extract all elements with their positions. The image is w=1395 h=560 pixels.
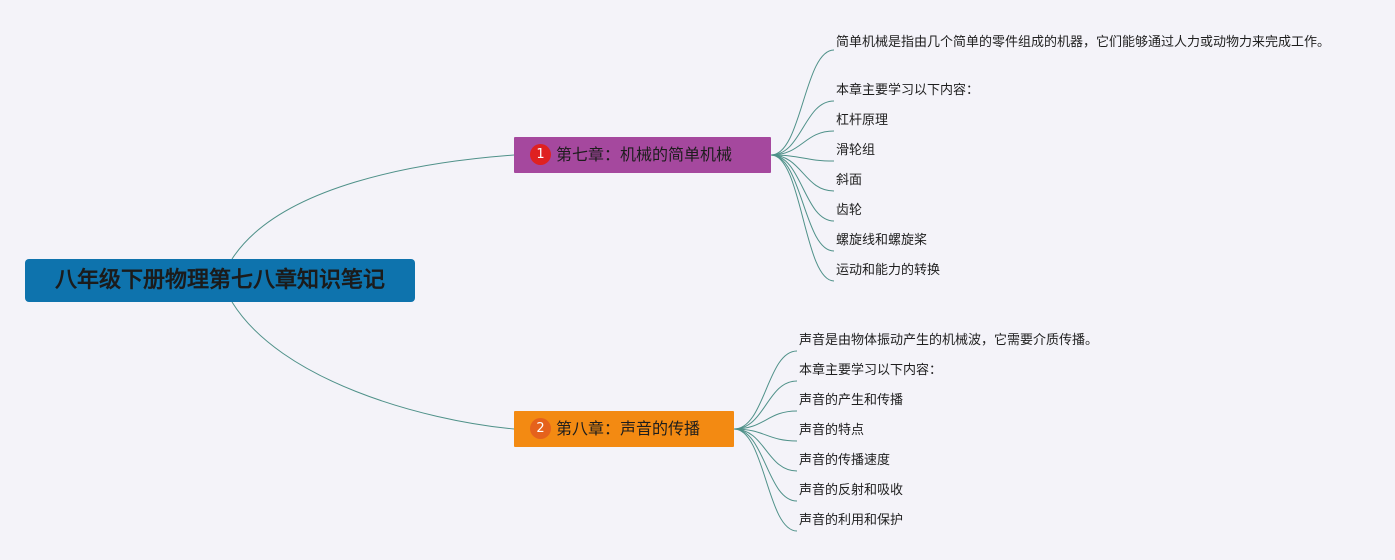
branch-to-leaf-connector xyxy=(770,154,835,252)
leaf-topic[interactable]: 螺旋线和螺旋桨 xyxy=(836,233,928,248)
branch-to-leaf-connector xyxy=(733,350,798,430)
leaf-topic[interactable]: 声音的传播速度 xyxy=(799,453,891,468)
branch-to-leaf-connector xyxy=(733,428,798,502)
leaf-topic[interactable]: 杠杆原理 xyxy=(836,113,889,128)
branch-to-leaf-connector xyxy=(733,380,798,430)
branch-to-leaf-connector xyxy=(770,154,835,162)
leaf-topic[interactable]: 本章主要学习以下内容： xyxy=(799,363,943,378)
leaf-topic[interactable]: 声音的利用和保护 xyxy=(799,513,904,528)
leaf-topic[interactable]: 声音是由物体振动产生的机械波，它需要介质传播。 xyxy=(799,333,1099,348)
branch-topic-label: 第七章：机械的简单机械 xyxy=(556,145,733,164)
branch-to-leaf-connector xyxy=(733,428,798,442)
branch-to-leaf-connector xyxy=(770,154,835,192)
branch-topic-chapter-8[interactable]: 2 第八章：声音的传播 xyxy=(514,411,734,447)
branch-to-leaf-connector xyxy=(770,154,835,282)
leaf-topic[interactable]: 斜面 xyxy=(836,173,863,188)
number-badge-icon: 2 xyxy=(530,418,551,439)
root-to-branch-connector xyxy=(231,301,515,430)
leaf-topic[interactable]: 声音的反射和吸收 xyxy=(799,483,904,498)
branch-to-leaf-connector xyxy=(770,49,835,156)
branch-topic-label: 第八章：声音的传播 xyxy=(556,419,701,438)
branch-to-leaf-connector xyxy=(733,410,798,430)
branch-to-leaf-connector xyxy=(770,130,835,156)
root-to-branch-connector xyxy=(231,154,515,260)
branch-to-leaf-connector xyxy=(733,428,798,532)
leaf-topic[interactable]: 齿轮 xyxy=(836,203,863,218)
root-topic-label: 八年级下册物理第七八章知识笔记 xyxy=(54,268,385,293)
branch-to-leaf-connector xyxy=(733,428,798,472)
branch-to-leaf-connector xyxy=(770,100,835,156)
leaf-topic[interactable]: 滑轮组 xyxy=(836,143,876,158)
leaf-topic[interactable]: 本章主要学习以下内容： xyxy=(836,83,980,98)
branch-topic-chapter-7[interactable]: 1 第七章：机械的简单机械 xyxy=(514,137,771,173)
number-badge-icon: 1 xyxy=(530,144,551,165)
leaf-topic[interactable]: 运动和能力的转换 xyxy=(836,263,941,278)
root-topic[interactable]: 八年级下册物理第七八章知识笔记 xyxy=(25,259,415,302)
leaf-topic[interactable]: 声音的产生和传播 xyxy=(799,393,904,408)
leaf-topic[interactable]: 简单机械是指由几个简单的零件组成的机器，它们能够通过人力或动物力来完成工作。 xyxy=(836,35,1331,50)
leaf-topic[interactable]: 声音的特点 xyxy=(799,423,865,438)
branch-to-leaf-connector xyxy=(770,154,835,222)
